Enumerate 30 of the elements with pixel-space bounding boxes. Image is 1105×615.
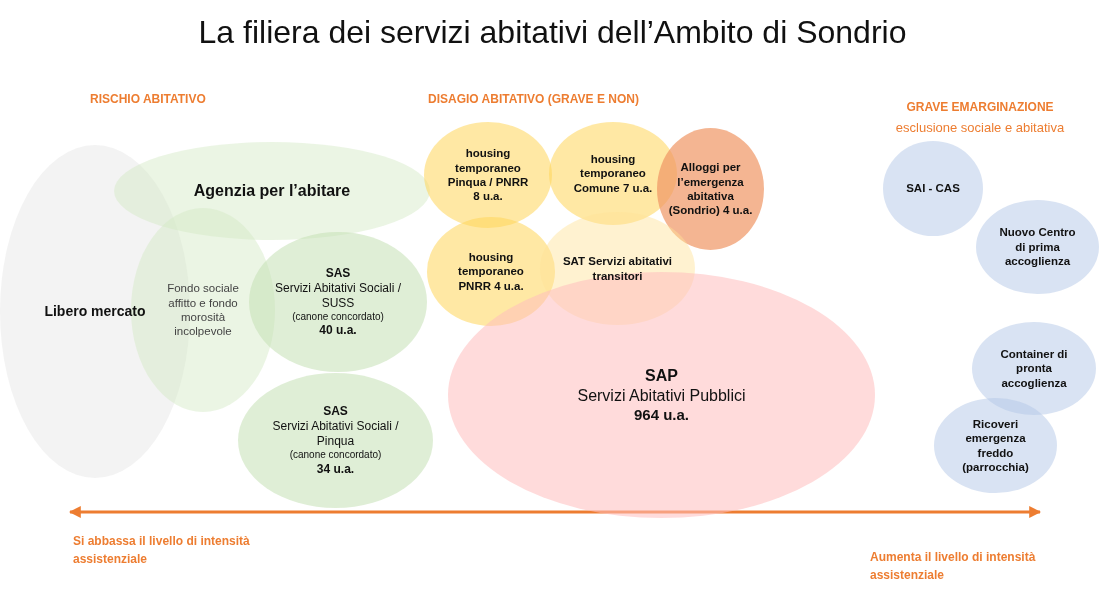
section-subtitle: esclusione sociale e abitativa <box>894 119 1066 137</box>
node-label: Fondo sociale affitto e fondo morosità incolpevole <box>166 281 240 339</box>
axis-label: Aumenta il livello di intensità assistenziale <box>870 549 1037 584</box>
axis-label: Si abbassa il livello di intensità assistenziale <box>73 533 251 568</box>
node-label: housing temporaneo Pinqua / PNRR 8 u.a. <box>446 146 530 204</box>
node-text: (canone concordato) <box>292 310 384 324</box>
node-label: Container di pronta accoglienza <box>999 346 1069 391</box>
section-heading: DISAGIO ABITATIVO (GRAVE E NON) <box>428 91 640 108</box>
node-text: 40 u.a. <box>319 323 357 339</box>
section-heading: GRAVE EMARGINAZIONE <box>905 99 1055 116</box>
node-label: SAS <box>323 404 348 420</box>
node-text: 34 u.a. <box>316 461 355 477</box>
node-label: SAP <box>645 365 678 386</box>
node-label: Alloggi per l’emergenza abitativa (Sondrio) 4 u.a. <box>668 160 753 218</box>
node-text: 964 u.a. <box>633 405 689 425</box>
title: La filiera dei servizi abitativi dell’Ambito di Sondrio <box>197 14 908 51</box>
node-label: Agenzia per l’abitare <box>193 181 351 201</box>
node-label: SAT Servizi abitativi transitori <box>561 254 674 283</box>
node-text: Servizi Abitativi Sociali / Pinqua <box>271 419 400 450</box>
node-label: Ricoveri emergenza freddo (parrocchia) <box>961 416 1030 475</box>
node-text: (canone concordato) <box>289 449 382 462</box>
node-label: housing temporaneo Comune 7 u.a. <box>572 151 654 196</box>
node-label: SAS <box>325 265 351 281</box>
node-text: Servizi Abitativi Pubblici <box>577 385 746 406</box>
node-label: Nuovo Centro di prima accoglienza <box>998 225 1077 269</box>
node-label: SAI - CAS <box>906 181 960 196</box>
section-heading: RISCHIO ABITATIVO <box>90 91 207 108</box>
node-label: housing temporaneo PNRR 4 u.a. <box>457 249 525 294</box>
node-text: Servizi Abitativi Sociali / SUSS <box>273 280 402 311</box>
node-label: Libero mercato <box>44 302 146 321</box>
